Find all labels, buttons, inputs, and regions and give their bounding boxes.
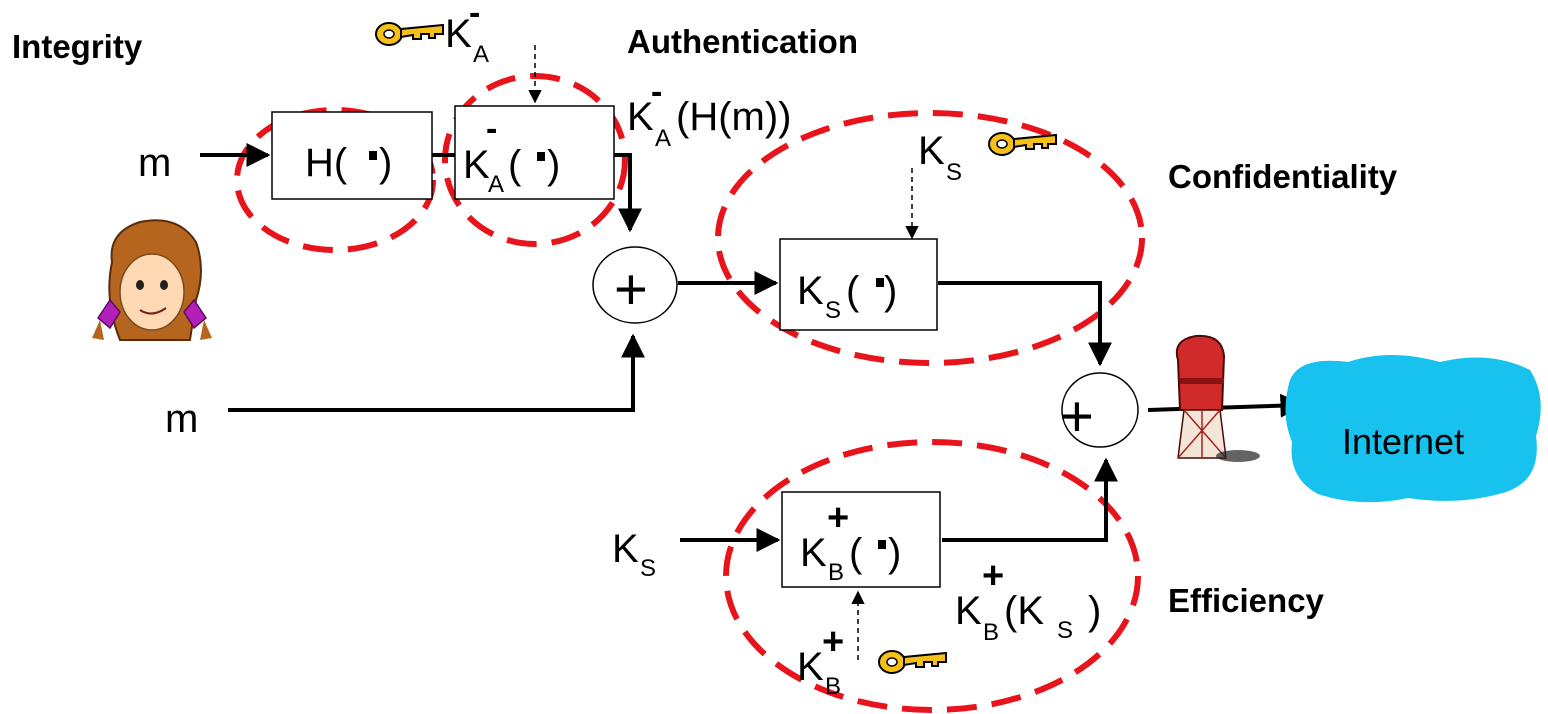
sign-sub-a: A (488, 171, 504, 198)
kb-encrypt-open-paren: ( (849, 531, 863, 575)
kb-to-final-combine-arrow (942, 457, 1118, 542)
to-internet-arrow (1147, 393, 1305, 418)
kb-encrypt-plus: + (827, 497, 849, 539)
sign-box (454, 105, 615, 200)
sign-close-paren: ) (547, 143, 560, 187)
signature-sub-a: A (655, 125, 671, 152)
ks-key-k: K (918, 129, 945, 173)
session-key-plus: + (982, 555, 1004, 597)
sign-open-paren: ( (508, 143, 522, 187)
session-key-sub-b: B (983, 619, 999, 646)
sign-function-label: K A - ( ) (463, 110, 560, 198)
kb-public-k: K (797, 645, 824, 689)
hash-box (271, 111, 433, 200)
integrity-ellipse (234, 107, 436, 253)
integrity-label: Integrity (12, 28, 143, 65)
signature-k: K (627, 95, 654, 139)
connections (200, 45, 1305, 660)
ks-encrypt-sub-s: S (825, 297, 841, 324)
internet-cloud (1285, 355, 1541, 503)
kb-encrypt-dot (878, 540, 886, 549)
message-label-top: m (138, 141, 171, 185)
ks-input-sub-s: S (640, 555, 656, 582)
efficiency-label: Efficiency (1168, 582, 1325, 619)
kb-encrypt-close-paren: ) (888, 531, 901, 575)
ka-private-minus: - (469, 0, 480, 32)
combine-plus-1: + (614, 257, 648, 322)
alice-icon (92, 219, 212, 341)
kb-encrypt-sub-b: B (828, 559, 844, 586)
key-icon (988, 132, 1057, 156)
mailbox-icon (1175, 334, 1260, 462)
authentication-label: Authentication (627, 23, 858, 60)
ka-private-sub-a: A (473, 41, 489, 68)
key-icon (878, 650, 947, 674)
sign-dot (537, 152, 545, 161)
confidentiality-label: Confidentiality (1168, 158, 1398, 195)
key-icon (375, 22, 444, 46)
hash-dot (369, 151, 377, 160)
ks-to-final-combine-arrow (938, 281, 1112, 367)
session-key-k: K (955, 589, 982, 633)
ks-key-sub-s: S (946, 159, 962, 186)
message-label-bottom: m (165, 397, 198, 441)
sign-k: K (463, 143, 490, 187)
ks-input-k: K (612, 527, 639, 571)
combine-circle-1 (592, 246, 678, 324)
session-key-close-paren: ) (1088, 589, 1101, 633)
session-key-sub-s: S (1057, 617, 1073, 644)
sign-minus: - (486, 110, 497, 148)
ks-encrypt-box (779, 238, 938, 331)
hash-function-label: H( (305, 141, 348, 185)
ks-encrypt-k: K (797, 269, 824, 313)
signature-arg: (H(m)) (676, 95, 792, 139)
ks-encrypt-close-paren: ) (884, 269, 897, 313)
kb-encrypt-box (781, 491, 941, 588)
m-to-combine-arrow (228, 333, 645, 412)
sign-to-combine-arrow (614, 153, 642, 233)
combine-plus-2: + (1060, 384, 1094, 449)
signature-minus: - (651, 73, 662, 111)
kb-public-sub-b: B (825, 673, 841, 700)
hash-close-paren: ) (379, 141, 392, 185)
ks-encrypt-open-paren: ( (846, 269, 860, 313)
efficiency-ellipse (723, 439, 1141, 713)
internet-label: Internet (1342, 421, 1464, 462)
ka-private-k: K (445, 12, 472, 56)
confidentiality-ellipse (715, 110, 1145, 366)
ks-encrypt-dot (876, 278, 884, 287)
session-key-arg: (K (1004, 589, 1044, 633)
kb-encrypt-k: K (800, 531, 827, 575)
combine-circle-2 (1061, 372, 1139, 448)
kb-public-plus: + (822, 621, 844, 663)
